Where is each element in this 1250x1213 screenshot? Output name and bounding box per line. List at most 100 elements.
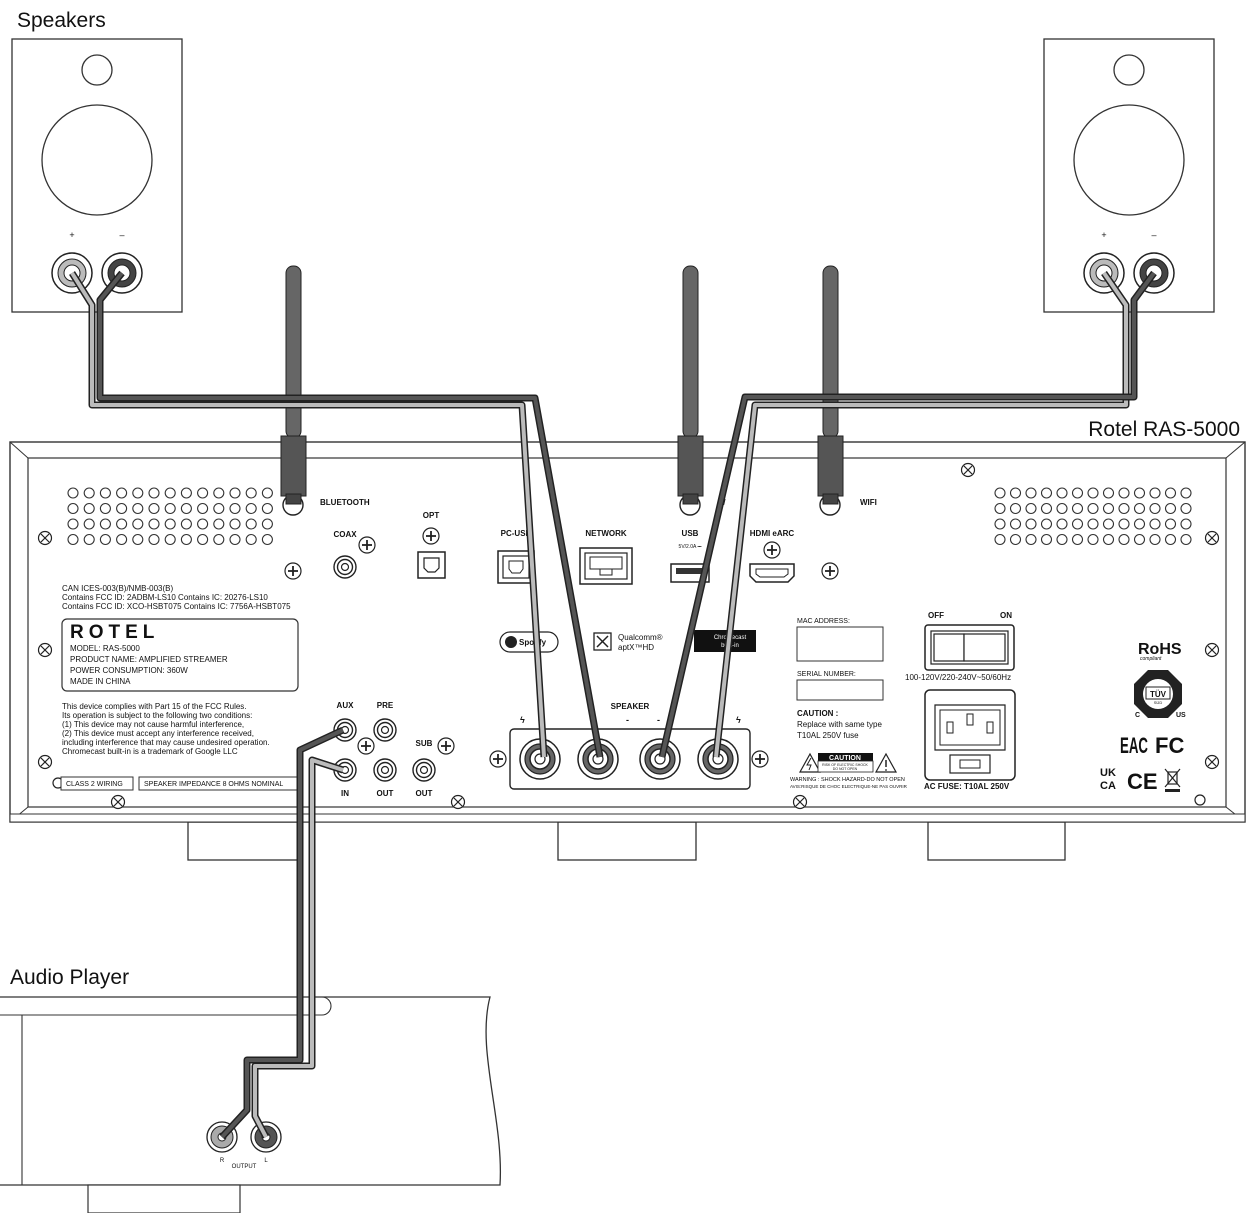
phillips-screw xyxy=(284,562,302,580)
network-ethernet-port[interactable] xyxy=(579,547,633,585)
bluetooth-port-label: BLUETOOTH xyxy=(320,498,370,507)
device-foot-center xyxy=(557,821,697,861)
speakers-label: Speakers xyxy=(17,9,106,32)
vent-hole xyxy=(1180,502,1192,515)
vent-hole xyxy=(1025,533,1037,546)
sub-label: SUB xyxy=(416,739,433,748)
vent-hole xyxy=(99,502,111,515)
usb-a-port[interactable] xyxy=(670,563,710,583)
rotel-ras-5000-rear-panel: BLUETOOTH W WIFI COAX OPT PC-USB NETWORK… xyxy=(9,441,1246,823)
vent-hole xyxy=(148,487,160,499)
vent-hole xyxy=(180,502,192,515)
right-speaker-minus-label: – xyxy=(1151,230,1156,240)
tuv-us-text: US xyxy=(1176,712,1186,719)
caution-title: CAUTION : xyxy=(797,709,838,718)
vent-hole xyxy=(1040,518,1053,530)
vent-hole xyxy=(67,502,79,515)
vent-hole xyxy=(1056,518,1068,530)
aux-label: AUX xyxy=(337,701,355,710)
compliance-line-2: Its operation is subject to the followin… xyxy=(62,711,252,720)
device-foot-right xyxy=(927,821,1066,861)
vent-hole xyxy=(83,518,95,530)
caution-badge-sub-2: DO NOT OPEN xyxy=(833,767,858,771)
vent-hole xyxy=(1071,487,1084,499)
caution-line-1: Replace with same type xyxy=(797,720,882,729)
vent-hole xyxy=(1164,518,1177,530)
pre-out-left-jack[interactable] xyxy=(373,718,397,742)
wifi-port-label: WIFI xyxy=(860,498,877,507)
vent-hole xyxy=(1025,518,1037,530)
vent-hole xyxy=(1009,487,1022,499)
vent-hole xyxy=(1133,487,1146,499)
compliance-line-6: Chromecast built-in is a trademark of Go… xyxy=(62,747,238,756)
vent-hole xyxy=(164,502,176,515)
panel-screw xyxy=(960,462,976,478)
vent-hole xyxy=(1025,502,1037,515)
vent-hole xyxy=(1071,502,1084,515)
panel-screw xyxy=(37,530,53,546)
pre-label: PRE xyxy=(377,701,394,710)
ac-power-inlet[interactable] xyxy=(924,689,1016,781)
vent-hole xyxy=(213,487,225,499)
phillips-screw xyxy=(821,562,839,580)
speaker-bolt-right: ϟ xyxy=(736,715,741,725)
aptx-hd-text: aptX™HD xyxy=(618,643,654,652)
vent-hole xyxy=(99,487,111,499)
speaker-right-minus: - xyxy=(657,715,660,725)
vent-hole xyxy=(132,533,144,546)
mac-address-box xyxy=(796,626,884,662)
caution-badge-sub-box xyxy=(817,760,874,773)
speaker-terminal-plate xyxy=(509,728,751,790)
pre-out-right-jack[interactable] xyxy=(373,758,397,782)
vent-hole xyxy=(1102,533,1115,546)
hdmi-earc-port[interactable] xyxy=(749,563,795,583)
vent-hole xyxy=(1102,502,1115,515)
vent-hole xyxy=(1133,533,1146,546)
vent-hole xyxy=(1102,487,1115,499)
vent-hole xyxy=(245,487,257,499)
vent-hole xyxy=(99,533,111,546)
product-origin: MADE IN CHINA xyxy=(70,677,131,686)
vent-hole xyxy=(148,533,160,546)
vent-hole xyxy=(245,518,257,530)
fcc-id-line-2: Contains FCC ID: 2ADBM-LS10 Contains IC:… xyxy=(62,593,268,602)
optical-input-jack[interactable] xyxy=(417,551,446,579)
vent-hole xyxy=(994,487,1006,499)
vent-hole xyxy=(180,533,192,546)
vent-hole xyxy=(1149,502,1161,515)
fcc-mark: FC xyxy=(1155,733,1184,758)
vent-hole xyxy=(197,502,209,515)
coax-input-jack[interactable] xyxy=(333,555,357,579)
right-speaker-plus-label: + xyxy=(1101,230,1106,240)
vent-hole xyxy=(116,518,128,530)
pre-out-label: OUT xyxy=(377,789,394,798)
vent-hole xyxy=(229,487,241,499)
vent-hole xyxy=(1133,502,1146,515)
ventilation-holes-left xyxy=(67,487,273,546)
vent-hole xyxy=(83,533,95,546)
caution-badge xyxy=(818,753,873,761)
vent-hole xyxy=(1180,518,1192,530)
serial-number-box xyxy=(796,679,884,701)
vent-hole xyxy=(261,502,273,515)
power-off-label: OFF xyxy=(928,611,944,620)
vent-hole xyxy=(1180,487,1192,499)
vent-hole xyxy=(116,487,128,499)
speaker-right-minus-post[interactable] xyxy=(639,738,681,780)
vent-hole xyxy=(180,518,192,530)
vent-hole xyxy=(245,502,257,515)
product-power: POWER CONSUMPTION: 360W xyxy=(70,666,188,675)
phillips-screw xyxy=(437,737,455,755)
compliance-line-5: including interference that may cause un… xyxy=(62,738,270,747)
vent-hole xyxy=(1133,518,1146,530)
vent-hole xyxy=(261,518,273,530)
power-switch[interactable] xyxy=(924,624,1015,671)
player-output-label: OUTPUT xyxy=(232,1164,257,1170)
panel-screw xyxy=(450,794,466,810)
phillips-screw xyxy=(422,527,440,545)
sub-out-jack[interactable] xyxy=(412,758,436,782)
vent-hole xyxy=(148,518,160,530)
vent-hole xyxy=(116,502,128,515)
wifi-antenna-1 xyxy=(677,265,704,505)
panel-screw xyxy=(1204,642,1220,658)
